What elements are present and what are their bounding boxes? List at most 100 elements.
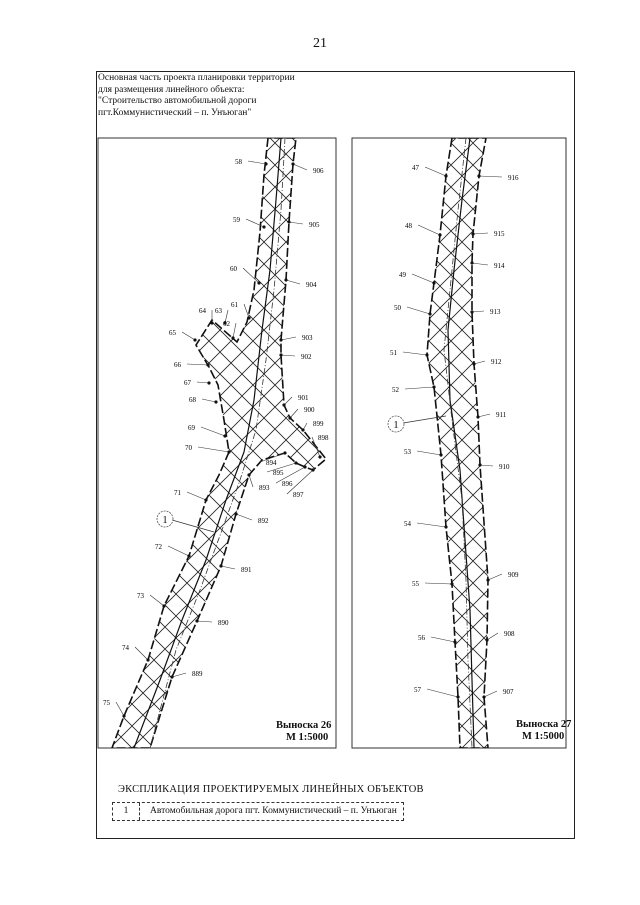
leader-line-902 — [280, 354, 296, 357]
boundary-point-label: 905 — [309, 221, 320, 229]
leader-line-51 — [402, 351, 428, 356]
boundary-vertex-896 — [303, 465, 307, 469]
boundary-point-label: 67 — [184, 379, 192, 387]
boundary-point-label: 70 — [185, 444, 193, 452]
legend-number: 1 — [113, 803, 140, 820]
boundary-vertex-904 — [284, 278, 288, 282]
boundary-vertex-48 — [438, 233, 442, 237]
leader-line-62 — [232, 322, 237, 339]
leader-line-71 — [186, 491, 207, 501]
boundary-point-label: 48 — [405, 222, 413, 230]
callout-left-scale: М 1:5000 — [286, 732, 329, 743]
boundary-vertex-55 — [450, 582, 454, 586]
leader-line-915 — [472, 232, 489, 235]
boundary-vertex-73 — [162, 604, 166, 608]
boundary-vertex-890 — [195, 619, 199, 623]
boundary-point-label: 53 — [404, 448, 412, 456]
boundary-point-label: 66 — [174, 361, 182, 369]
boundary-point-label: 57 — [414, 686, 422, 694]
boundary-point-label: 916 — [508, 174, 519, 182]
boundary-vertex-69 — [223, 434, 227, 438]
title-line: для размещения линейного объекта: — [98, 84, 245, 95]
title-line: пгт.Коммунистический – п. Унъюган" — [98, 107, 252, 118]
object-marker-right-text: 1 — [394, 420, 399, 431]
leader-line-890 — [196, 620, 213, 623]
boundary-vertex-66 — [206, 363, 210, 367]
leader-line-905 — [288, 221, 304, 225]
boundary-vertex-895 — [294, 461, 298, 465]
boundary-vertex-75 — [122, 714, 126, 718]
boundary-point-label: 890 — [218, 619, 229, 627]
boundary-point-label: 898 — [318, 434, 329, 442]
leader-line-69 — [200, 426, 226, 437]
boundary-vertex-894 — [283, 451, 287, 455]
boundary-point-label: 56 — [418, 634, 426, 642]
road-left — [111, 138, 328, 748]
boundary-vertex-909 — [486, 578, 490, 582]
boundary-vertex-65 — [193, 338, 197, 342]
boundary-point-label: 52 — [392, 386, 400, 394]
boundary-vertex-68 — [214, 400, 218, 404]
leader-line-908 — [486, 632, 499, 641]
leader-line-892 — [235, 513, 253, 521]
leader-line-65 — [181, 331, 196, 341]
boundary-point-label: 897 — [293, 491, 304, 499]
boundary-point-label: 71 — [174, 489, 182, 497]
boundary-vertex-903 — [279, 338, 283, 342]
boundary-vertex-892 — [234, 512, 238, 516]
boundary-point-label: 51 — [390, 349, 398, 357]
boundary-vertex-64 — [210, 321, 214, 325]
boundary-vertex-57 — [456, 695, 460, 699]
boundary-point-label: 73 — [137, 592, 145, 600]
callout-right-title: Выноска 27 — [516, 719, 572, 730]
boundary-vertex-49 — [432, 281, 436, 285]
explication-title: ЭКСПЛИКАЦИЯ ПРОЕКТИРУЕМЫХ ЛИНЕЙНЫХ ОБЪЕК… — [118, 784, 424, 795]
boundary-point-label: 75 — [103, 699, 111, 707]
boundary-vertex-902 — [279, 353, 283, 357]
boundary-vertex-60 — [257, 281, 261, 285]
leader-line-914 — [471, 262, 489, 266]
leader-line-910 — [479, 464, 494, 467]
object-marker-left: 1 — [156, 510, 215, 533]
boundary-point-label: 59 — [233, 216, 241, 224]
boundary-vertex-74 — [146, 658, 150, 662]
boundary-vertex-71 — [204, 498, 208, 502]
leader-line-59 — [245, 218, 265, 228]
boundary-point-label: 910 — [499, 463, 510, 471]
boundary-point-label: 900 — [304, 406, 315, 414]
boundary-vertex-47 — [444, 174, 448, 178]
object-marker-left-text: 1 — [163, 515, 168, 526]
boundary-point-label: 63 — [215, 307, 223, 315]
leader-line-904 — [285, 279, 301, 285]
boundary-vertex-914 — [470, 261, 474, 265]
leader-line-52 — [404, 386, 435, 390]
title-line: Основная часть проекта планировки террит… — [98, 73, 295, 83]
boundary-vertex-72 — [187, 554, 191, 558]
leader-line-63 — [224, 309, 229, 324]
callout-right: Выноска 27 М 1:5000 — [516, 719, 571, 743]
leader-line-907 — [483, 690, 498, 698]
page-number: 21 — [313, 36, 327, 51]
boundary-vertex-62 — [231, 336, 235, 340]
boundary-vertex-70 — [227, 450, 231, 454]
boundary-vertex-51 — [425, 353, 429, 357]
boundary-point-label: 49 — [399, 271, 407, 279]
map-panel-left — [97, 137, 337, 749]
boundary-point-label: 895 — [273, 469, 284, 477]
boundary-point-label: 909 — [508, 571, 519, 579]
road-right — [426, 138, 489, 748]
leader-line-900 — [289, 408, 299, 419]
boundary-point-label: 907 — [503, 688, 514, 696]
boundary-vertex-910 — [478, 463, 482, 467]
boundary-point-label: 69 — [188, 424, 196, 432]
leader-line-901 — [283, 396, 293, 406]
leader-line-909 — [487, 573, 503, 581]
boundary-point-label: 54 — [404, 520, 412, 528]
leader-line-70 — [197, 446, 230, 453]
boundary-point-label: 891 — [241, 566, 252, 574]
boundary-vertex-56 — [453, 640, 457, 644]
road-right-area — [426, 138, 489, 748]
leader-line-57 — [426, 688, 459, 698]
title-block: Основная часть проекта планировки террит… — [98, 73, 312, 119]
